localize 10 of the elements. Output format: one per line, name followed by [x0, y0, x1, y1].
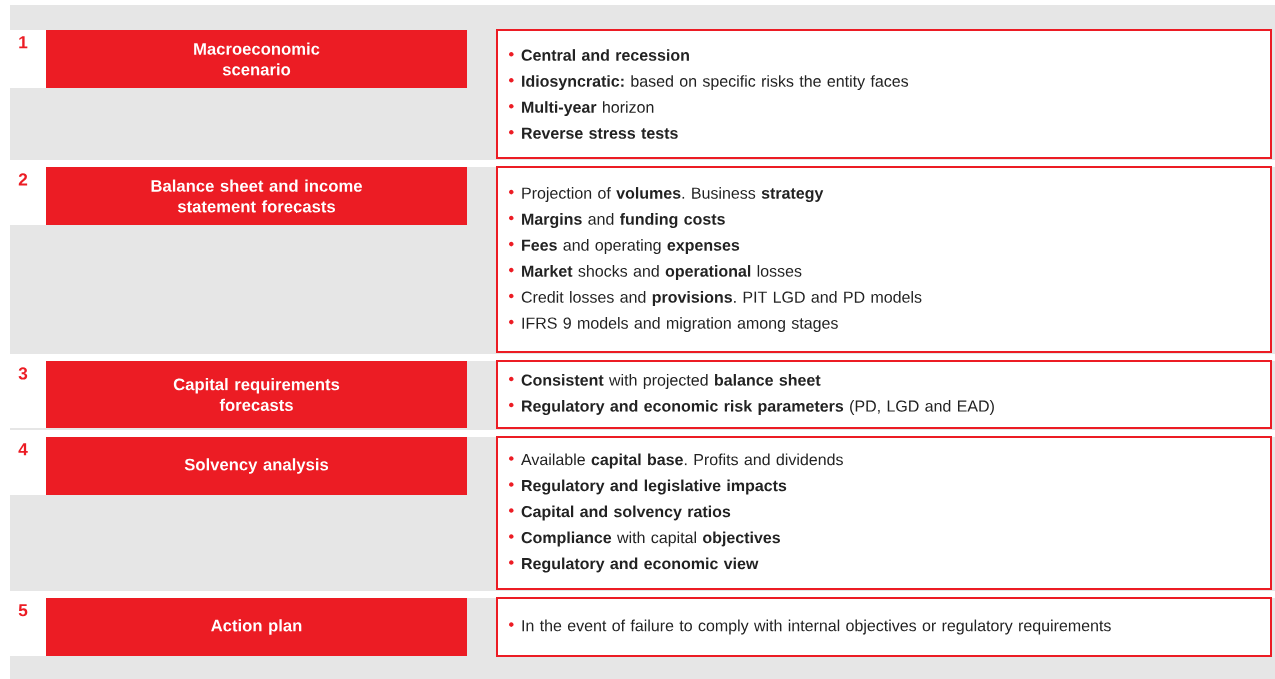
step-number: 5: [18, 604, 28, 617]
step-box: Capital requirements forecasts: [46, 361, 467, 428]
step-number: 3: [18, 367, 28, 380]
step-number: 2: [18, 173, 28, 186]
step-number: 1: [19, 36, 28, 49]
step-box: Balance sheet and income statement forecasts: [46, 167, 467, 225]
step-box: Action plan: [46, 598, 467, 656]
step-box: Macroeconomic scenario: [46, 30, 467, 88]
step-box: Solvency analysis: [46, 437, 467, 495]
step-number: 4: [18, 443, 28, 456]
